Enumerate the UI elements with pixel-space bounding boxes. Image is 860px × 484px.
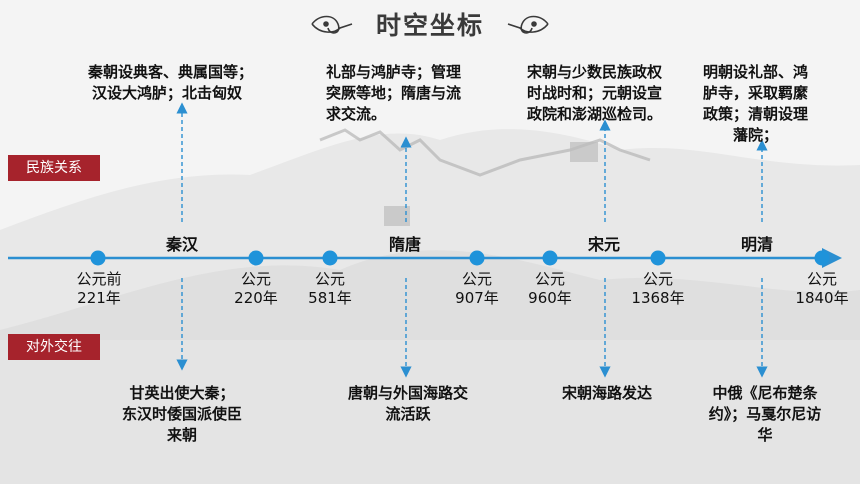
timeline-dot xyxy=(248,250,264,266)
timeline-dot xyxy=(542,250,558,266)
great-wall-silhouette xyxy=(319,128,651,177)
timeline-dot xyxy=(814,250,830,266)
title-ornament-right-icon xyxy=(507,15,549,34)
mountain-silhouette-lower xyxy=(0,250,860,484)
era-label-mingqing: 明清 xyxy=(741,235,774,254)
timeline-dot xyxy=(650,250,666,266)
era-label-songyuan: 宋元 xyxy=(588,235,621,254)
category-tag-ethnic: 民族关系 xyxy=(8,155,100,181)
timeline-dot xyxy=(90,250,106,266)
ethnic-text-suitang: 礼部与鸿胪寺；管理 突厥等地；隋唐与流 求交流。 xyxy=(326,63,462,123)
timeline-dot xyxy=(322,250,338,266)
foreign-text-mingqing: 中俄《尼布楚条 约》；马戛尔尼访 华 xyxy=(708,384,822,444)
era-label-suitang: 隋唐 xyxy=(389,235,422,254)
page-title: 时空坐标 xyxy=(375,11,484,40)
timeline-dots xyxy=(90,250,830,266)
ethnic-text-qinhan: 秦朝设典客、典属国等； 汉设大鸿胪；北击匈奴 xyxy=(88,63,254,102)
title-ornament-left-icon xyxy=(311,15,353,34)
watchtower xyxy=(384,206,410,226)
foreign-text-qinhan: 甘英出使大秦； 东汉时倭国派使臣 来朝 xyxy=(121,384,242,444)
watchtower xyxy=(570,142,598,162)
category-tag-foreign: 对外交往 xyxy=(8,334,100,360)
era-label-qinhan: 秦汉 xyxy=(166,235,199,254)
ethnic-text-mingqing: 明朝设礼部、鸿 胪寺，采取羁縻 政策；清朝设理 藩院； xyxy=(703,63,809,144)
foreign-text-suitang: 唐朝与外国海路交 流活跃 xyxy=(347,384,468,423)
ethnic-text-songyuan: 宋朝与少数民族政权 时战时和；元朝设宣 政院和澎湖巡检司。 xyxy=(527,63,663,123)
foreign-text-songyuan: 宋朝海路发达 xyxy=(561,384,652,402)
timeline-dot xyxy=(469,250,485,266)
